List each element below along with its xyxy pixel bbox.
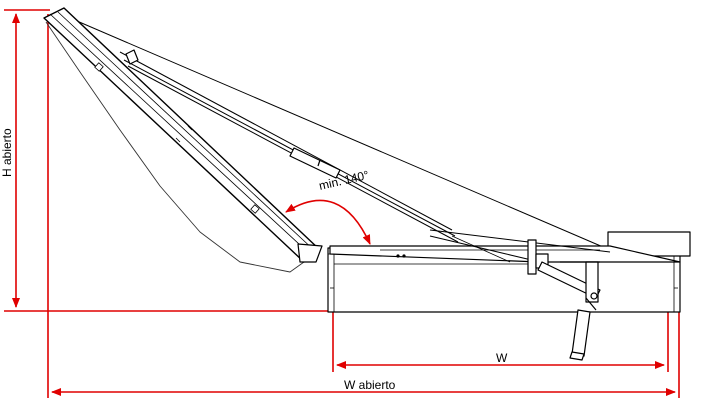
top-arm [329,229,681,263]
lid-frame [43,7,323,273]
support-lines [55,11,611,251]
angle-arc [285,199,371,245]
dimension-lines [4,9,680,398]
mechanism-drawing [43,7,691,361]
h-abierto-label: H abierto [0,128,14,177]
piston [569,297,597,361]
w-label: W [496,351,508,365]
gas-strut [125,49,341,179]
hinge-mechanism [527,239,601,303]
w-abierto-label: W abierto [344,378,396,392]
